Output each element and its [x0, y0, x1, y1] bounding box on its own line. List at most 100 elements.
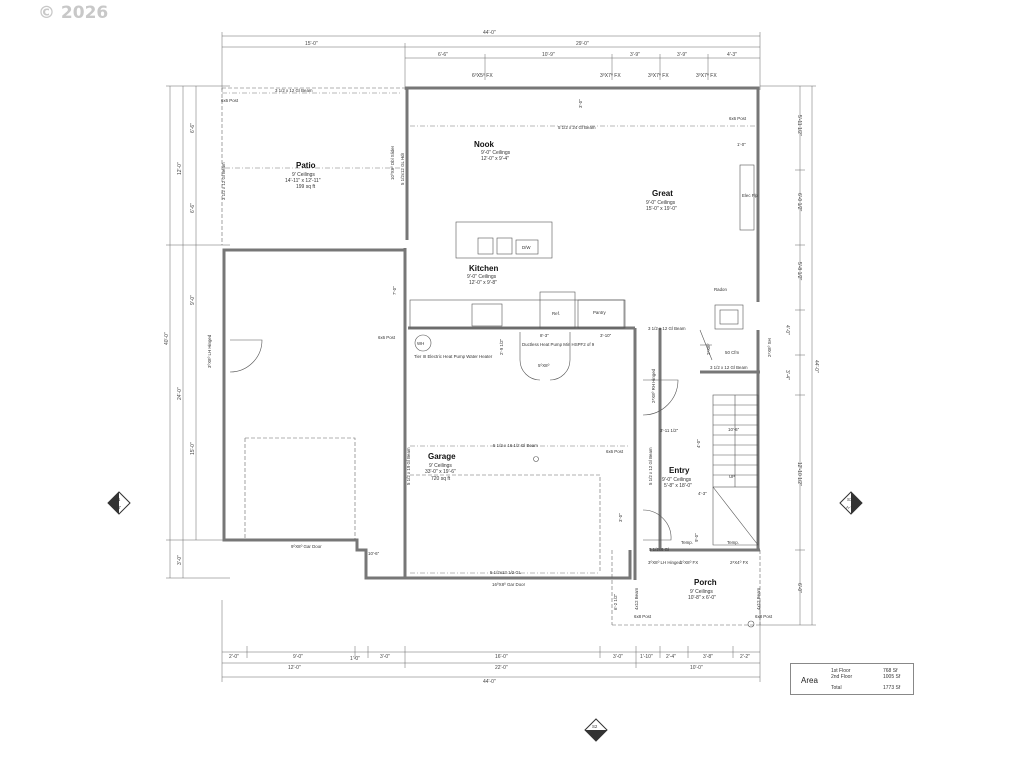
- temp-label: Temp.: [727, 540, 739, 545]
- dim-bottom: 1'-0": [350, 656, 360, 662]
- dim-misc: 4'-0": [696, 439, 701, 448]
- post-label: 6x8 Post: [755, 614, 773, 619]
- dim-right-seg: 6'-0": [796, 583, 802, 593]
- room-patio-size: 14'-11" x 12'-11": [285, 178, 321, 184]
- dim-bottom: 9'-0": [293, 654, 303, 660]
- section-id: S1: [115, 497, 121, 502]
- beam-label: 3 1/2 x 12 Gl Beam: [648, 326, 686, 331]
- dim-misc: 3'-0": [578, 99, 583, 108]
- area-row-value: 1773 Sf: [883, 685, 901, 691]
- dim-left-sub: 9'-0": [190, 295, 196, 305]
- dim-right-seg: 4'-0": [784, 325, 790, 335]
- dim-misc: 4'-3": [698, 491, 707, 496]
- section-sheet: A-7: [591, 731, 598, 736]
- beam-label: 3 1/2 x 12 Gl Beam: [221, 162, 226, 200]
- dishwasher-label: D/W: [522, 245, 531, 250]
- window-label: 3⁰X7⁰ FX: [600, 73, 621, 79]
- room-great-ceiling: 9'-0" Ceilings: [646, 200, 676, 206]
- window-label: 6⁰X5⁰ FX: [472, 73, 493, 79]
- dim-misc: 6'-2 1/2": [613, 593, 618, 610]
- dim-right-seg: 12'-10 1/2": [796, 462, 802, 486]
- room-patio-area: 199 sq ft: [296, 184, 316, 190]
- room-kitchen-ceiling: 9'-0" Ceilings: [467, 274, 497, 280]
- heat-pump-label: Ductless Heat Pump Min HSPF2 of 9: [522, 342, 595, 347]
- dim-misc: 7'-0": [392, 286, 397, 295]
- room-porch-ceiling: 9' Ceilings: [690, 589, 713, 595]
- section-sheet: A-7: [114, 505, 121, 510]
- dim-left-sub: 15'-0": [190, 442, 196, 455]
- dim-bottom: 1'-10": [640, 654, 653, 660]
- fireplace-label: Elec Flp: [742, 193, 758, 198]
- beam-label: 3 1/2 x 12 Gl Beam: [710, 365, 748, 370]
- section-sheet: A-7: [846, 505, 853, 510]
- slider-label: 10⁰X8⁰ Dbl Slider: [390, 145, 395, 180]
- dim-left-sub: 6'-6": [190, 203, 196, 213]
- dim-bottom: 3'-0": [613, 654, 623, 660]
- room-entry-size: 5'-8" x 18'-0": [664, 483, 692, 489]
- copyright-watermark: © 2026: [38, 3, 109, 23]
- window-label: 2⁶X8⁰ SH: [767, 338, 772, 357]
- area-row-label: Total: [831, 685, 842, 691]
- beam-label: 5 1/2x6 Gl: [649, 547, 669, 552]
- dim-right-seg: 3'-4": [784, 370, 790, 380]
- dim-top-left: 15'-0": [305, 41, 318, 47]
- dim-misc: 1'-0": [737, 142, 746, 147]
- dim-bottom: 10'-0": [690, 665, 703, 671]
- dim-top-seg: 10'-9": [542, 52, 555, 58]
- top-dimensions: 44'-0" 15'-0" 29'-0" 6'-6" 10'-9" 3'-9" …: [221, 30, 761, 90]
- beam-label: 4x12 Beam: [634, 587, 639, 610]
- section-id: S1: [847, 497, 853, 502]
- door-swings: WH: [229, 329, 755, 628]
- room-garage-name: Garage: [428, 452, 456, 461]
- door-label: 2⁸X8⁰ RH Hinged: [651, 368, 656, 403]
- dim-bottom: 2'-4": [666, 654, 676, 660]
- temp-label: Temp.: [681, 540, 693, 545]
- dim-left-seg: 3'-0": [177, 555, 183, 565]
- dim-bottom: 2'-2": [740, 654, 750, 660]
- area-row-value: 768 Sf: [883, 668, 898, 674]
- post-label: 6x6 Post: [729, 116, 747, 121]
- door-label: 5⁰X8⁰: [538, 363, 550, 368]
- room-nook-size: 12'-0" x 9'-4": [481, 156, 509, 162]
- area-row-label: 1st Floor: [831, 668, 851, 674]
- fan-label: 50 Cfm: [725, 350, 739, 355]
- post-label: 6x6 Post: [606, 449, 624, 454]
- pantry-label: Pantry: [593, 310, 606, 315]
- stairs: UP: [712, 394, 759, 546]
- post-label: 6x6 Post: [221, 98, 239, 103]
- area-row-label: 2nd Floor: [831, 674, 853, 680]
- door-label: 3⁰X8⁰ LH Hinged: [207, 334, 212, 368]
- water-heater-label: Tier III Electric Heat Pump Water Heater: [414, 354, 493, 359]
- annotations: 3 1/2 x 12 Gl Beam 6x6 Post 5 1/2 x 24 G…: [207, 88, 773, 619]
- dim-misc: 10'-6": [368, 551, 380, 556]
- dim-bottom-total: 44'-0": [483, 679, 496, 685]
- room-garage-ceiling: 9' Ceilings: [429, 463, 452, 469]
- dim-top-seg: 3'-9": [630, 52, 640, 58]
- dim-bottom: 2'-0": [229, 654, 239, 660]
- dim-top-seg: 6'-6": [438, 52, 448, 58]
- room-porch-name: Porch: [694, 578, 717, 587]
- dim-top-right: 29'-0": [576, 41, 589, 47]
- beam-label: 5 1/2 x 19 Gl Beam: [406, 447, 411, 485]
- area-row-value: 1005 Sf: [883, 674, 901, 680]
- room-garage-size: 33'-0" x 19'-6": [425, 469, 456, 475]
- dim-right-seg: 6'-0 1/2": [796, 193, 802, 212]
- dim-misc: 3'-0": [618, 513, 623, 522]
- dim-misc: 10'-6": [728, 427, 740, 432]
- section-marker-right: S1 A-7: [839, 491, 863, 515]
- section-marker-left: S1 A-7: [107, 491, 131, 515]
- dim-bottom: 3'-0": [380, 654, 390, 660]
- room-garage-area: 720 sq ft: [431, 476, 451, 482]
- beam-label: 5 1/2x13 1/2 GL: [490, 570, 522, 575]
- dim-left-overall: 40'-0": [164, 332, 170, 345]
- room-nook-name: Nook: [474, 140, 495, 149]
- room-kitchen-size: 12'-0" x 9'-8": [469, 280, 497, 286]
- room-kitchen-name: Kitchen: [469, 264, 498, 273]
- window-label: 1⁰X8⁰ FX: [680, 560, 698, 565]
- door-label: 2⁶X8⁰: [706, 343, 711, 355]
- dim-bottom: 3'-8": [703, 654, 713, 660]
- section-marker-bottom: S2 A-7: [584, 718, 608, 742]
- area-table: Area 1st Floor 768 Sf 2nd Floor 1005 Sf …: [790, 663, 914, 695]
- area-title: Area: [801, 676, 818, 685]
